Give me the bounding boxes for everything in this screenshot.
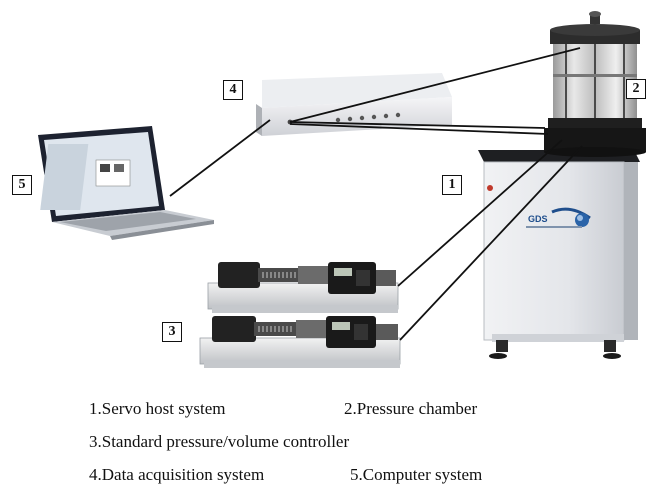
legend-item-3: 3.Standard pressure/volume controller (89, 432, 350, 451)
cable-controller-upper (397, 139, 563, 287)
legend-item-2: 2.Pressure chamber (344, 399, 478, 418)
callout-2: 2 (626, 79, 646, 99)
cable-laptop-to-daq (169, 119, 271, 197)
pressure-chamber (544, 11, 646, 157)
laptop-computer (38, 126, 214, 240)
cable-daq-to-chamber-base-a (289, 121, 546, 129)
controller-upper (207, 262, 399, 313)
legend-item-4: 4.Data acquisition system (89, 465, 265, 484)
controller-lower (199, 316, 401, 368)
cable-daq-to-chamber-base-b (289, 123, 549, 135)
cable-controller-lower (399, 145, 583, 341)
data-acquisition-box (256, 73, 452, 136)
callout-5: 5 (12, 175, 32, 195)
callout-1: 1 (442, 175, 462, 195)
legend-item-1: 1.Servo host system (89, 399, 226, 418)
callout-3: 3 (162, 322, 182, 342)
gds-logo-icon (551, 207, 591, 227)
callout-4: 4 (223, 80, 243, 100)
legend-item-5: 5.Computer system (350, 465, 483, 484)
cable-daq-to-chamber-top (289, 47, 581, 123)
servo-host-cabinet: GDS (478, 150, 640, 359)
connection-cables (169, 47, 583, 341)
gds-logo-text: GDS (528, 214, 548, 224)
